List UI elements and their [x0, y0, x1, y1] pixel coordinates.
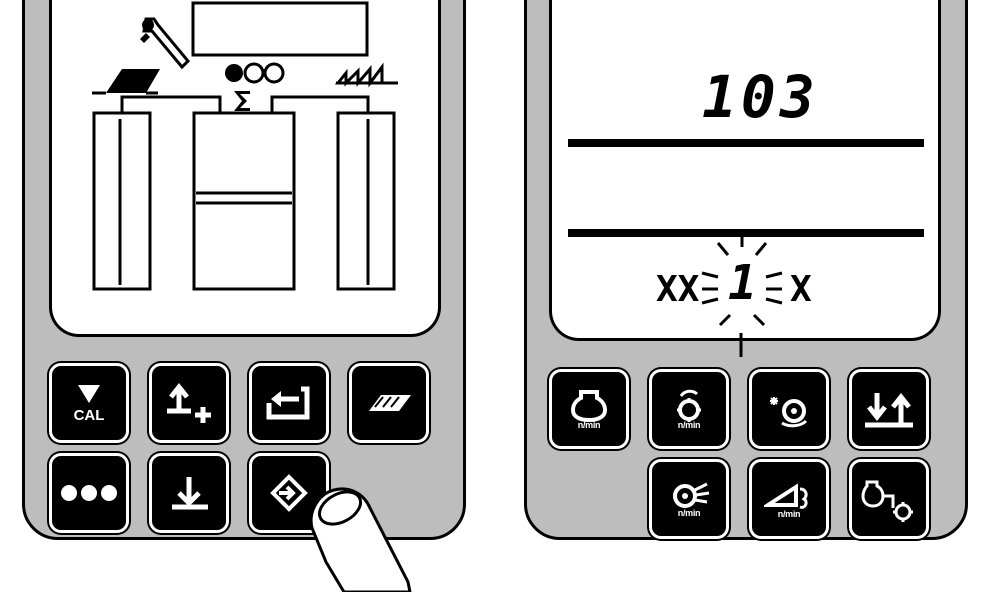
sieve-speed-button[interactable]: n/min — [749, 459, 829, 539]
fan-speed-button[interactable]: n/min — [649, 459, 729, 539]
return-arrow-icon — [266, 386, 310, 420]
left-bar-gauge — [92, 111, 152, 291]
chopper-icon — [673, 482, 710, 508]
pto-speed-button[interactable]: n/min — [649, 369, 729, 449]
rotor-speed-button[interactable]: n/min — [549, 369, 629, 449]
arrow-up-plus-icon — [167, 382, 211, 423]
gear-speed-icon — [677, 389, 701, 422]
lower-raise-button[interactable] — [849, 369, 929, 449]
sigma-icon — [234, 91, 250, 111]
lower-button[interactable] — [149, 453, 229, 533]
indicator-tick — [739, 333, 743, 357]
indicator-circle-filled — [225, 64, 243, 82]
arrow-down-icon — [172, 477, 208, 510]
enter-diamond-icon — [270, 474, 308, 512]
blower-button[interactable] — [749, 369, 829, 449]
card-reader-button[interactable] — [349, 363, 429, 443]
raise-plus-button[interactable] — [149, 363, 229, 443]
indicator-circle-empty-2 — [263, 62, 285, 84]
fan-speed-unit: n/min — [677, 508, 701, 518]
blink-rays-icon — [701, 235, 783, 327]
message-box — [191, 1, 369, 57]
menu-dots-button[interactable] — [49, 453, 129, 533]
blinking-digit: 1 — [728, 255, 757, 311]
right-lcd-display: 103 XX 1 X — [549, 0, 941, 341]
rotor-speed-unit: n/min — [577, 420, 601, 430]
right-control-panel: 103 XX 1 X — [524, 0, 968, 540]
rotor-icon — [570, 390, 608, 422]
wrench-icon — [140, 17, 191, 70]
right-bar-gauge — [336, 111, 396, 291]
field-icon — [92, 69, 160, 95]
right-lcd-graphics — [568, 139, 924, 327]
center-bin-gauge — [192, 111, 296, 291]
sieve-icon — [764, 483, 808, 509]
top-value-readout: 103 — [702, 63, 819, 131]
return-button[interactable] — [249, 363, 329, 443]
sawtooth-icon — [334, 62, 398, 88]
three-dots-icon — [61, 485, 117, 501]
indicator-circle-empty-1 — [243, 62, 265, 84]
left-control-panel: CAL — [22, 0, 466, 540]
enter-button[interactable] — [249, 453, 329, 533]
drive-gear-icon — [861, 480, 913, 522]
sieve-speed-unit: n/min — [777, 509, 801, 519]
left-lcd-display — [49, 0, 441, 337]
left-lcd-graphics — [92, 1, 398, 291]
cal-label: CAL — [73, 406, 105, 424]
down-triangle-icon — [78, 384, 100, 403]
card-icon — [369, 395, 411, 411]
blower-icon — [770, 397, 808, 428]
value-suffix: X — [790, 269, 812, 310]
drive-engage-button[interactable] — [849, 459, 929, 539]
value-prefix: XX — [656, 269, 700, 310]
arrows-down-up-icon — [865, 392, 913, 428]
finger-icon — [309, 487, 412, 592]
pto-speed-unit: n/min — [677, 420, 701, 430]
cal-button[interactable]: CAL — [49, 363, 129, 443]
